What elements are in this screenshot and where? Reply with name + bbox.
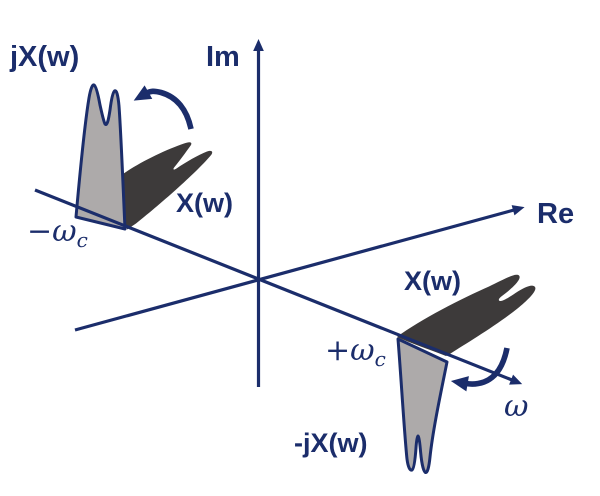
rotation-arrow-cw-icon xyxy=(450,347,510,392)
flat-spectrum-negative-frequency xyxy=(120,142,213,230)
real-axis xyxy=(74,205,525,332)
flat-spectrum-positive-frequency xyxy=(397,274,536,356)
rotation-arrow-ccw-icon xyxy=(133,85,194,130)
neg-omega-subscript: c xyxy=(77,228,88,252)
neg-omega-main: −ω xyxy=(27,214,77,249)
label-pos-omega-c: +ωc xyxy=(325,333,386,371)
label-im-axis: Im xyxy=(206,41,240,73)
rotated-spectrum-up xyxy=(74,83,127,231)
label-jxw: jX(w) xyxy=(9,41,79,73)
pos-omega-main: +ω xyxy=(325,333,375,368)
frequency-axis xyxy=(34,188,523,385)
label-neg-jxw: -jX(w) xyxy=(294,428,368,458)
label-omega-axis: ω xyxy=(504,389,528,424)
label-re-axis: Re xyxy=(537,198,574,230)
rotated-spectrum-down xyxy=(396,337,449,474)
pos-omega-subscript: c xyxy=(375,347,386,371)
label-xw-right: X(w) xyxy=(404,266,461,296)
label-xw-left: X(w) xyxy=(176,188,233,218)
label-neg-omega-c: −ωc xyxy=(27,214,88,252)
